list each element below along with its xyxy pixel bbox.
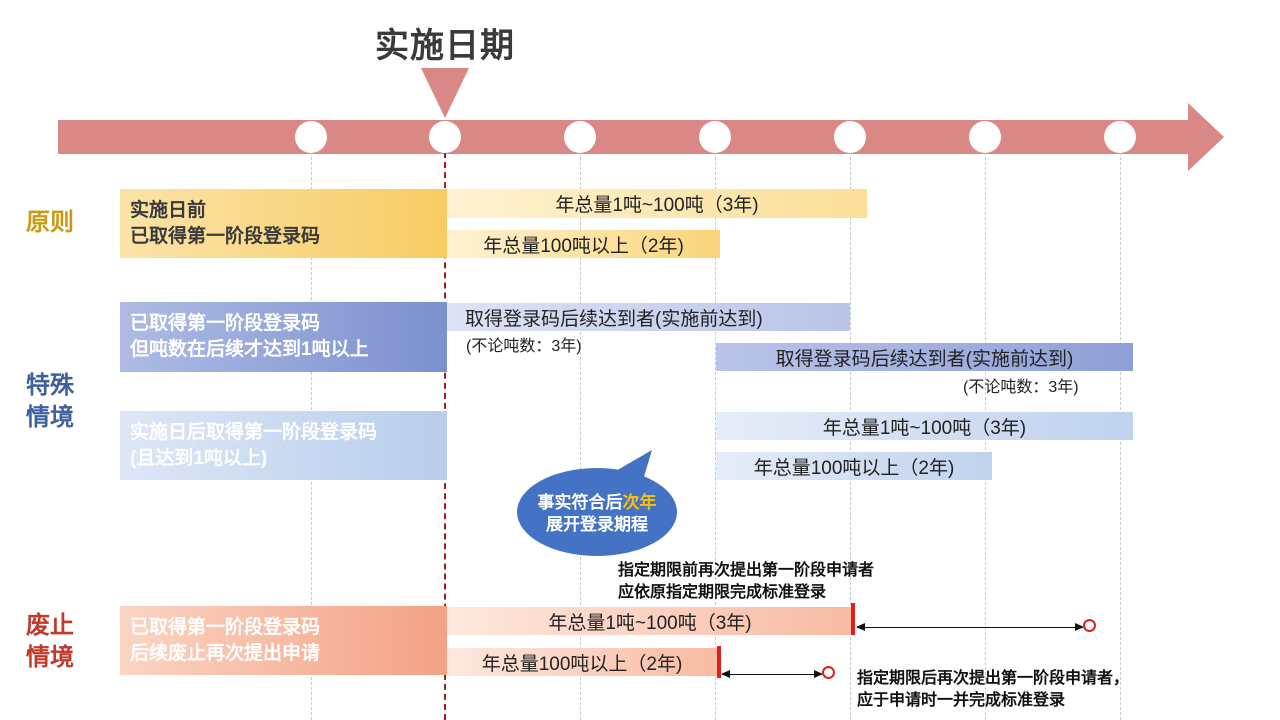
milestone-dot	[969, 121, 1001, 153]
special2-label-box: 实施日后取得第一阶段登录码(且达到1吨以上)	[120, 411, 447, 480]
special2-bar-1to100: 年总量1吨~100吨（3年)	[716, 412, 1133, 440]
note-before-deadline: 指定期限前再次提出第一阶段申请者应依原指定期限完成标准登录	[618, 562, 875, 601]
end-ring-icon	[1083, 619, 1096, 632]
section-special: 特殊情境	[26, 372, 74, 431]
speech-bubble-icon	[517, 450, 677, 556]
double-arrow-icon	[721, 670, 823, 678]
page-title: 实施日期	[375, 27, 515, 65]
abolish-bar-100plus: 年总量100吨以上（2年)	[447, 648, 717, 676]
special1-bar-a: 取得登录码后续达到者(实施前达到)	[447, 303, 850, 331]
milestone-dot	[1104, 121, 1136, 153]
milestone-dot	[429, 121, 461, 153]
double-arrow-icon	[856, 623, 1084, 631]
special2-bar-100plus: 年总量100吨以上（2年)	[716, 452, 992, 480]
milestone-dot	[295, 121, 327, 153]
special1-bar-b: 取得登录码后续达到者(实施前达到)	[716, 343, 1133, 371]
pointer-triangle-icon	[421, 68, 469, 118]
principle-bar-1to100: 年总量1吨~100吨（3年)	[447, 189, 867, 218]
principle-bar-100plus: 年总量100吨以上（2年)	[447, 230, 720, 258]
special1-label-box: 已取得第一阶段登录码但吨数在后续才达到1吨以上	[120, 302, 447, 372]
timeline-arrow-icon	[58, 103, 1224, 171]
milestone-dot	[564, 121, 596, 153]
abolish-label-box: 已取得第一阶段登录码后续废止再次提出申请	[120, 606, 447, 675]
speech-bubble-text: 事实符合后次年 展开登录期程	[537, 493, 657, 534]
gridline	[580, 152, 581, 720]
milestone-dot	[834, 121, 866, 153]
section-principle: 原则	[26, 209, 74, 236]
special1-note-a: (不论吨数：3年)	[466, 338, 582, 355]
milestone-dot	[699, 121, 731, 153]
end-ring-icon	[822, 666, 835, 679]
note-after-deadline: 指定期限后再次提出第一阶段申请者，应于申请时一并完成标准登录	[857, 670, 1130, 709]
deadline-mark	[851, 603, 855, 635]
gridline	[715, 152, 716, 720]
section-abolish: 废止情境	[26, 612, 74, 671]
principle-label-box: 实施日前已取得第一阶段登录码	[120, 189, 447, 258]
abolish-bar-1to100: 年总量1吨~100吨（3年)	[447, 607, 853, 635]
special1-note-b: (不论吨数：3年)	[963, 379, 1079, 396]
deadline-mark	[717, 646, 721, 678]
